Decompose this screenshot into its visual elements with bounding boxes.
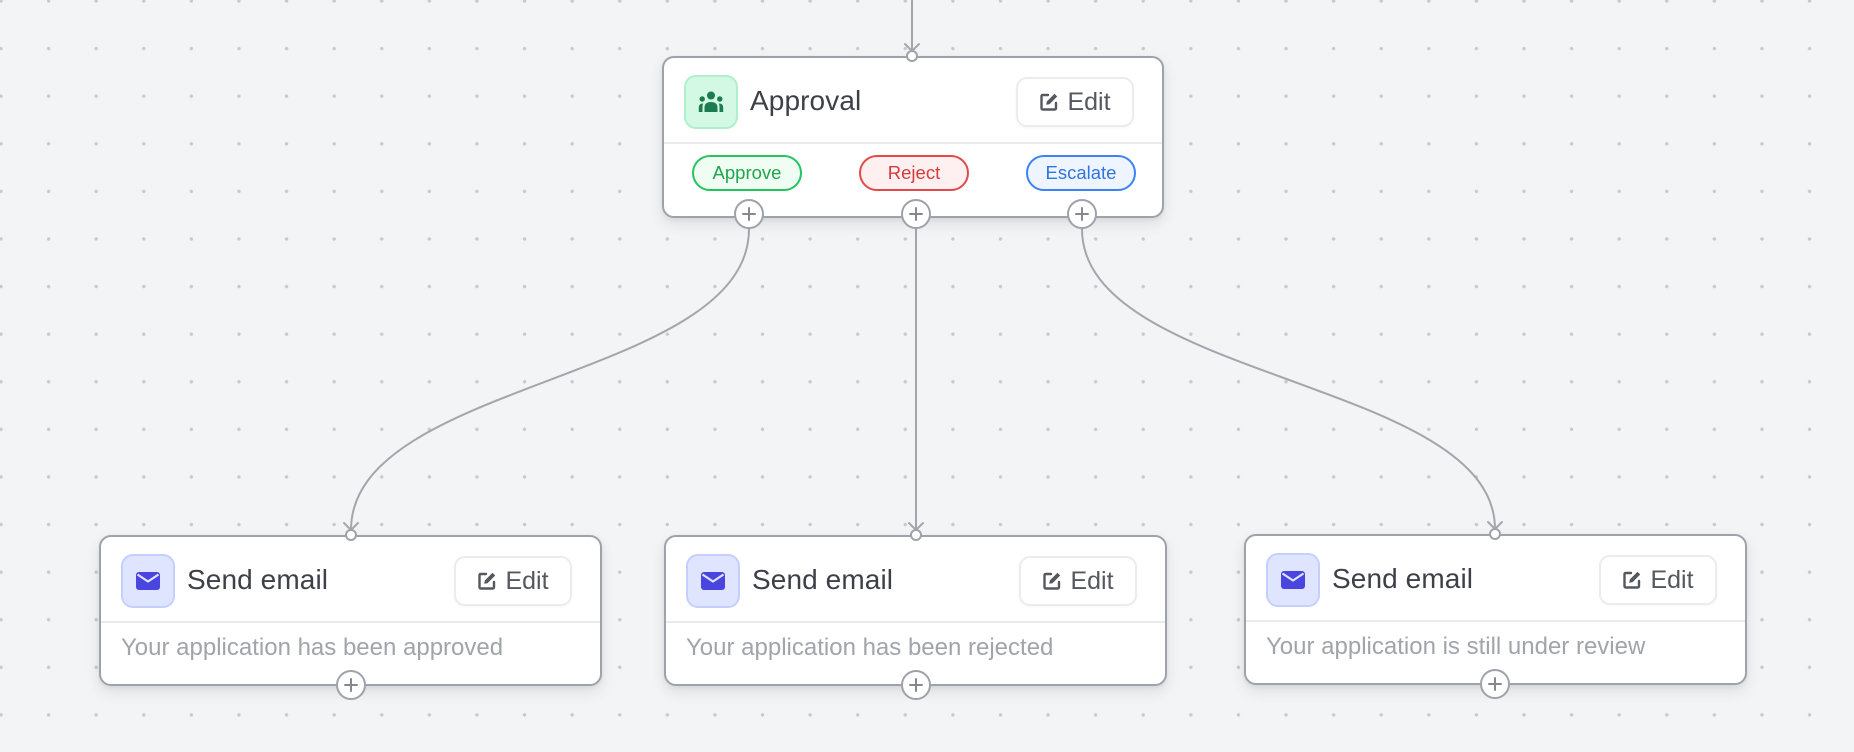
send-email-review-title: Send email <box>1332 563 1474 594</box>
plus-icon <box>344 678 358 692</box>
plus-icon <box>909 678 923 692</box>
edit-icon <box>478 572 496 590</box>
edit-icon <box>1040 93 1058 111</box>
send-email-approved-body: Your application has been approved <box>121 634 504 661</box>
send-email-rejected-input-handle[interactable] <box>910 529 922 541</box>
outcome-reject-pill[interactable]: Reject <box>859 155 969 191</box>
plus-icon <box>1075 207 1089 221</box>
escalate-add-button[interactable] <box>1067 199 1097 229</box>
mail-icon <box>1281 571 1305 589</box>
plus-icon <box>742 207 756 221</box>
send-email-rejected-icon-box <box>686 554 740 608</box>
approval-input-handle[interactable] <box>906 50 918 62</box>
send-email-rejected-add-button[interactable] <box>901 670 931 700</box>
send-email-review-node[interactable]: Send email Edit Your application is stil… <box>1244 534 1747 685</box>
send-email-review-body: Your application is still under review <box>1266 633 1646 660</box>
approval-edit-label: Edit <box>1067 87 1111 116</box>
mail-icon <box>701 572 725 590</box>
approval-node-icon-box <box>684 75 738 129</box>
send-email-review-edit-button[interactable]: Edit <box>1599 555 1717 605</box>
outcome-escalate-pill[interactable]: Escalate <box>1026 155 1136 191</box>
users-icon <box>698 91 724 112</box>
send-email-review-edit-label: Edit <box>1650 565 1694 594</box>
edge-upstream-to-approval[interactable] <box>904 0 920 52</box>
plus-icon <box>1488 677 1502 691</box>
send-email-approved-edit-label: Edit <box>505 566 549 595</box>
send-email-approved-edit-button[interactable]: Edit <box>454 556 572 606</box>
plus-icon <box>909 207 923 221</box>
send-email-approved-node[interactable]: Send email Edit Your application has bee… <box>99 535 602 686</box>
send-email-rejected-node[interactable]: Send email Edit Your application has bee… <box>664 535 1167 686</box>
send-email-approved-input-handle[interactable] <box>345 529 357 541</box>
outcome-escalate-label: Escalate <box>1045 161 1117 183</box>
edge-reject-to-email-rejected[interactable] <box>908 228 924 531</box>
send-email-rejected-body: Your application has been rejected <box>686 634 1054 661</box>
send-email-rejected-edit-label: Edit <box>1070 566 1114 595</box>
outcome-approve-label: Approve <box>712 161 782 183</box>
outcome-reject-label: Reject <box>887 161 941 183</box>
approval-node[interactable]: Approval Edit Approve Reject Escalate <box>662 56 1164 218</box>
send-email-rejected-header: Send email Edit <box>666 537 1165 623</box>
send-email-review-header: Send email Edit <box>1246 536 1745 622</box>
mail-icon <box>136 572 160 590</box>
send-email-review-input-handle[interactable] <box>1489 528 1501 540</box>
reject-add-button[interactable] <box>901 199 931 229</box>
send-email-approved-icon-box <box>121 554 175 608</box>
send-email-approved-add-button[interactable] <box>336 670 366 700</box>
send-email-review-add-button[interactable] <box>1480 669 1510 699</box>
send-email-review-icon-box <box>1266 553 1320 607</box>
send-email-rejected-title: Send email <box>752 564 894 595</box>
edge-approve-to-email-approved[interactable] <box>343 228 750 531</box>
approval-node-header: Approval Edit <box>664 58 1162 144</box>
approve-add-button[interactable] <box>734 199 764 229</box>
edit-icon <box>1623 571 1641 589</box>
edge-escalate-to-email-review[interactable] <box>1081 228 1503 530</box>
edit-icon <box>1043 572 1061 590</box>
send-email-rejected-edit-button[interactable]: Edit <box>1019 556 1137 606</box>
approval-node-title: Approval <box>750 85 862 116</box>
send-email-approved-title: Send email <box>187 564 329 595</box>
approval-edit-button[interactable]: Edit <box>1016 77 1134 127</box>
send-email-approved-header: Send email Edit <box>101 537 600 623</box>
outcome-approve-pill[interactable]: Approve <box>692 155 802 191</box>
